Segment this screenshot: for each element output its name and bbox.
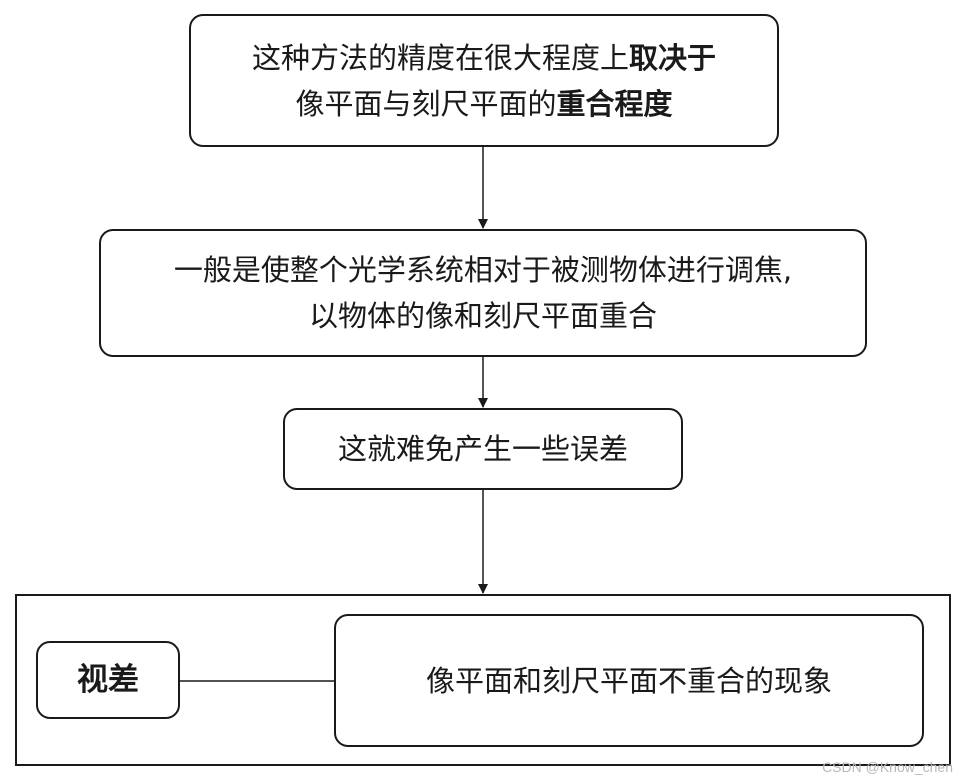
precision-dependency-box: 这种方法的精度在很大程度上取决于 像平面与刻尺平面的重合程度 — [189, 14, 779, 147]
box1-line2: 像平面与刻尺平面的重合程度 — [295, 81, 672, 127]
box3-text: 这就难免产生一些误差 — [337, 432, 628, 466]
parallax-definition: 像平面和刻尺平面不重合的现象 — [425, 663, 832, 698]
parallax-definition-box: 像平面和刻尺平面不重合的现象 — [334, 614, 924, 747]
box1-line2-text: 像平面与刻尺平面的 — [295, 86, 557, 121]
parallax-term: 视差 — [77, 662, 139, 698]
box2-line1: 一般是使整个光学系统相对于被测物体进行调焦, — [173, 253, 793, 287]
box1-line1: 这种方法的精度在很大程度上取决于 — [252, 35, 716, 81]
watermark: CSDN @Know_chen — [822, 759, 953, 775]
parallax-definition-frame — [15, 594, 951, 766]
focusing-method-box: 一般是使整个光学系统相对于被测物体进行调焦, 以物体的像和刻尺平面重合 — [99, 229, 867, 357]
box1-line1-text: 这种方法的精度在很大程度上 — [251, 40, 629, 75]
box2-line2: 以物体的像和刻尺平面重合 — [308, 299, 657, 333]
error-box: 这就难免产生一些误差 — [283, 408, 683, 490]
parallax-term-box: 视差 — [36, 641, 180, 719]
box1-line1-bold: 取决于 — [629, 40, 717, 75]
box1-line2-bold: 重合程度 — [556, 86, 673, 121]
